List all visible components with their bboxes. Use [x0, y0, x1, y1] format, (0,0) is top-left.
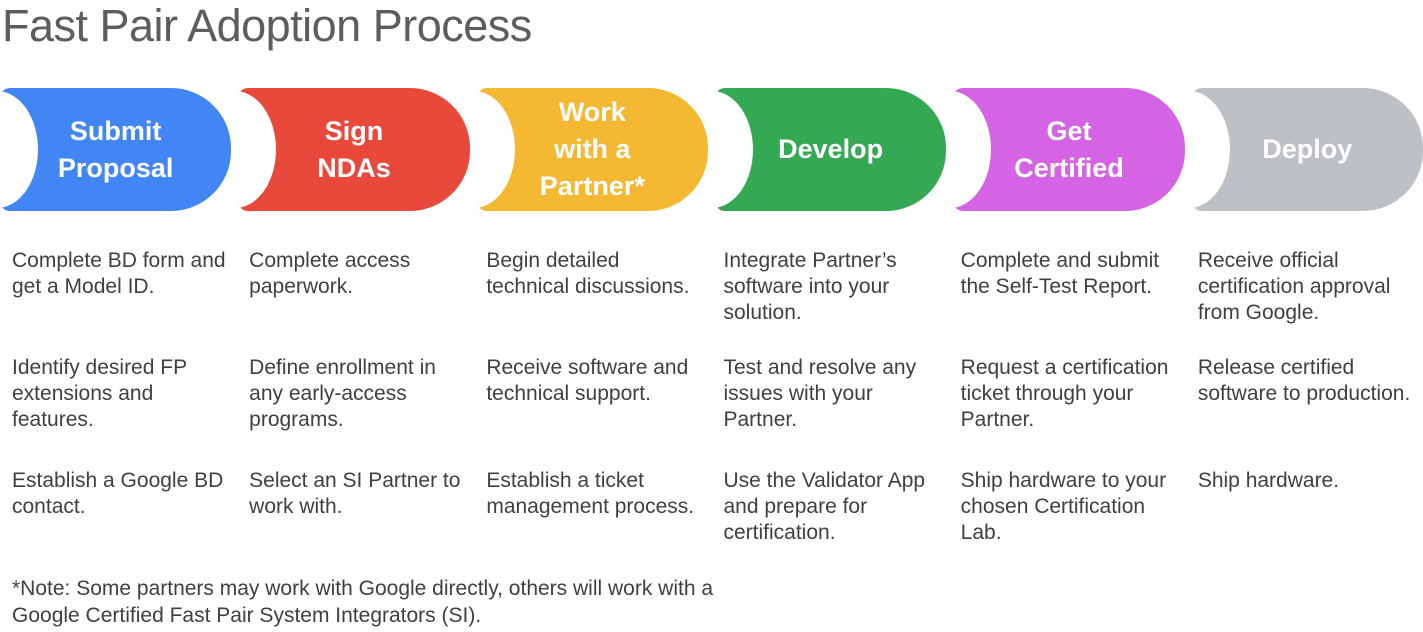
- step-submit-proposal: Submit Proposal: [0, 88, 232, 211]
- footnote: *Note: Some partners may work with Googl…: [12, 577, 714, 627]
- task-work-with-partner-3: Establish a ticket management process.: [486, 469, 695, 518]
- task-work-with-partner-1: Begin detailed technical discussions.: [486, 249, 690, 298]
- task-develop-2: Test and resolve any issues with your Pa…: [723, 356, 917, 431]
- page-title: Fast Pair Adoption Process: [2, 0, 532, 51]
- step-deploy: Deploy: [1191, 88, 1423, 211]
- task-work-with-partner-2: Receive software and technical support.: [486, 356, 689, 405]
- step-sign-ndas-label: Sign NDAs: [317, 115, 391, 183]
- task-grid: Complete BD form and get a Model ID. Com…: [0, 248, 1423, 546]
- step-get-certified-label: Get Certified: [1014, 115, 1124, 183]
- step-sign-ndas: Sign NDAs: [238, 88, 470, 211]
- step-work-with-partner-label: Work with a Partner*: [539, 97, 645, 201]
- step-get-certified: Get Certified: [953, 88, 1185, 211]
- step-develop: Develop: [714, 88, 947, 211]
- task-sign-ndas-1: Complete access paperwork.: [249, 249, 411, 298]
- task-develop-1: Integrate Partner’s software into your s…: [723, 249, 897, 324]
- task-submit-proposal-2: Identify desired FP extensions and featu…: [12, 356, 187, 431]
- task-get-certified-3: Ship hardware to your chosen Certificati…: [960, 469, 1167, 544]
- step-work-with-partner: Work with a Partner*: [476, 88, 708, 211]
- step-submit-proposal-label: Submit Proposal: [57, 115, 174, 183]
- step-deploy-label: Deploy: [1262, 134, 1353, 164]
- task-deploy-2: Release certified software to production…: [1197, 356, 1411, 405]
- task-deploy-3: Ship hardware.: [1197, 469, 1340, 492]
- task-develop-3: Use the Validator App and prepare for ce…: [723, 469, 926, 544]
- task-deploy-1: Receive official certification approval …: [1197, 249, 1391, 324]
- task-submit-proposal-1: Complete BD form and get a Model ID.: [12, 249, 226, 298]
- task-sign-ndas-2: Define enrollment in any early-access pr…: [249, 356, 436, 431]
- process-steps-row: Submit Proposal Sign NDAs Work with a Pa…: [0, 88, 1423, 211]
- task-sign-ndas-3: Select an SI Partner to work with.: [249, 469, 461, 518]
- task-submit-proposal-3: Establish a Google BD contact.: [12, 469, 224, 518]
- task-get-certified-2: Request a certification ticket through y…: [960, 356, 1169, 431]
- step-develop-label: Develop: [778, 134, 884, 164]
- task-get-certified-1: Complete and submit the Self-Test Report…: [960, 249, 1160, 298]
